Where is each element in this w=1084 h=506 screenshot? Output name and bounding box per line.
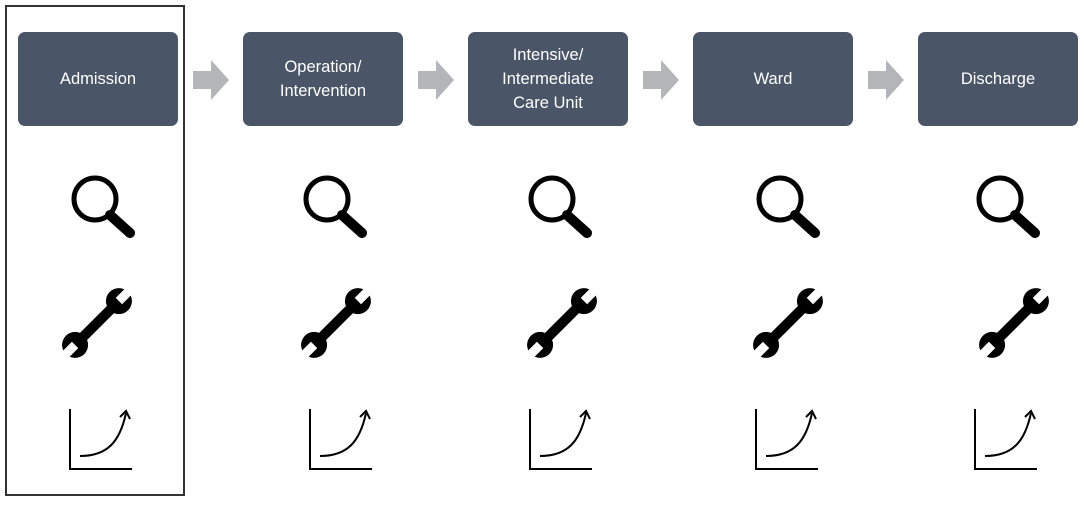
admission-highlight-frame bbox=[5, 5, 185, 496]
stage-label: Discharge bbox=[960, 70, 1036, 88]
stage-label: Admission bbox=[59, 70, 137, 88]
stage-ward: Ward bbox=[693, 32, 853, 126]
wrench-icon bbox=[978, 287, 1050, 359]
stage-intensive-care-unit: Intensive/ Intermediate Care Unit bbox=[468, 32, 628, 126]
wrench-icon bbox=[300, 287, 372, 359]
stage-label: Operation/ Intervention bbox=[279, 58, 367, 100]
growth-chart-icon bbox=[69, 409, 132, 470]
flow-arrow-icon bbox=[193, 60, 229, 100]
stage-label: Intensive/ Intermediate Care Unit bbox=[502, 46, 594, 112]
stage-admission: Admission bbox=[18, 32, 178, 126]
flow-arrow-icon bbox=[643, 60, 679, 100]
flow-arrow-icon bbox=[868, 60, 904, 100]
growth-chart-icon bbox=[755, 409, 818, 470]
growth-chart-icon bbox=[529, 409, 592, 470]
stage-label: Ward bbox=[753, 70, 793, 88]
magnifier-icon bbox=[756, 175, 820, 238]
wrench-icon bbox=[752, 287, 824, 359]
magnifier-icon bbox=[976, 175, 1040, 238]
wrench-icon bbox=[526, 287, 598, 359]
wrench-icon bbox=[61, 287, 133, 359]
magnifier-icon bbox=[528, 175, 592, 238]
magnifier-icon bbox=[303, 175, 367, 238]
stage-operation-intervention: Operation/ Intervention bbox=[243, 32, 403, 126]
growth-chart-icon bbox=[309, 409, 372, 470]
growth-chart-icon bbox=[974, 409, 1037, 470]
magnifier-icon bbox=[71, 175, 135, 238]
flow-arrow-icon bbox=[418, 60, 454, 100]
stage-discharge: Discharge bbox=[918, 32, 1078, 126]
